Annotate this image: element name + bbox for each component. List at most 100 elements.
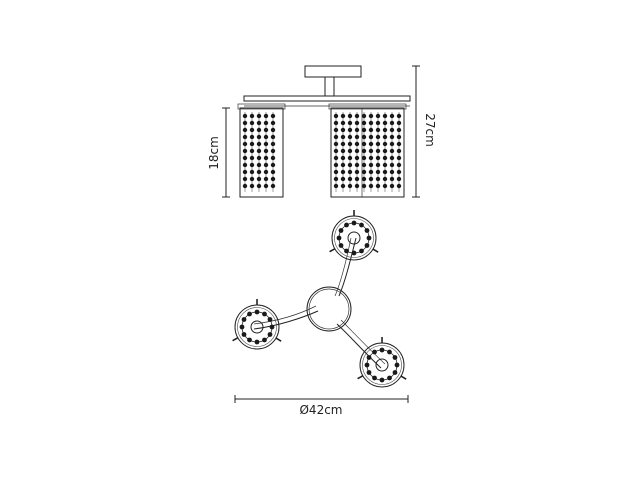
crystal-bead [361, 120, 367, 126]
crystal-bead [263, 127, 269, 133]
crystal-bead [333, 162, 339, 168]
crystal-bead [389, 176, 395, 182]
crystal-bead [375, 120, 381, 126]
crystal-bead [263, 169, 269, 175]
total-height-label: 27cm [423, 113, 437, 147]
crystal-bead [347, 169, 353, 175]
crystal-bead [396, 141, 402, 147]
crystal-bead [247, 311, 252, 317]
crystal-bead [270, 169, 276, 175]
crystal-bead [344, 222, 349, 228]
crystal-bead [247, 337, 252, 343]
crystal-bead [249, 155, 255, 161]
crystal-bead [340, 134, 346, 140]
crystal-bead [351, 250, 357, 256]
left-shade [237, 103, 286, 198]
crystal-bead [256, 127, 262, 133]
crystal-bead [256, 113, 262, 119]
crystal-bead [242, 134, 248, 140]
arm-left [253, 310, 319, 330]
crystal-bead [338, 228, 344, 233]
dimension-diameter: Ø42cm [234, 395, 409, 417]
crystal-bead [333, 120, 339, 126]
crystal-bead [368, 113, 374, 119]
crystal-bead [340, 183, 346, 189]
crystal-bead [242, 141, 248, 147]
crystal-bead [382, 141, 388, 147]
crystal-bead [241, 317, 247, 322]
crystal-bead [364, 243, 370, 248]
crystal-bead [354, 155, 360, 161]
crystal-bead [347, 155, 353, 161]
crystal-bead [249, 162, 255, 168]
crystal-bead [368, 155, 374, 161]
crystal-bead [333, 176, 339, 182]
crystal-bead [347, 127, 353, 133]
crystal-bead [354, 169, 360, 175]
crystal-bead [242, 120, 248, 126]
crystal-bead [382, 127, 388, 133]
crystal-bead [249, 127, 255, 133]
crystal-bead [256, 162, 262, 168]
side-view: 18cm 27cm [207, 65, 437, 198]
crystal-bead [347, 162, 353, 168]
crystal-bead [338, 243, 344, 248]
crystal-bead [375, 183, 381, 189]
crystal-bead [396, 120, 402, 126]
crystal-bead [340, 155, 346, 161]
crystal-bead [396, 134, 402, 140]
crystal-bead [366, 235, 372, 241]
plan-view: Ø42cm [232, 209, 409, 417]
crystal-bead [354, 127, 360, 133]
stem [324, 76, 335, 97]
crystal-bead [359, 222, 364, 228]
crystal-bead [368, 183, 374, 189]
crystal-bead [375, 155, 381, 161]
crystal-bead [270, 120, 276, 126]
crystal-bead [382, 169, 388, 175]
crystal-bead [249, 113, 255, 119]
crystal-bead [389, 148, 395, 154]
crystal-bead [347, 141, 353, 147]
crystal-bead [396, 127, 402, 133]
crystal-bead [344, 248, 349, 254]
crystal-bead [242, 176, 248, 182]
crystal-bead [396, 155, 402, 161]
crystal-bead [351, 220, 357, 226]
crystal-bead [242, 148, 248, 154]
crystal-bead [379, 347, 385, 353]
shade-left [232, 298, 282, 350]
crystal-bead [361, 148, 367, 154]
crystal-bead [361, 183, 367, 189]
crystal-bead [354, 113, 360, 119]
crystal-bead [396, 176, 402, 182]
crystal-bead [389, 113, 395, 119]
crystal-bead [262, 311, 267, 317]
crystal-bead [368, 141, 374, 147]
crystal-bead [333, 183, 339, 189]
crystal-bead [270, 162, 276, 168]
crystal-bead [340, 148, 346, 154]
crystal-bead [270, 113, 276, 119]
crystal-bead [263, 148, 269, 154]
crystal-bead [340, 141, 346, 147]
crystal-bead [382, 113, 388, 119]
crystal-bead [333, 169, 339, 175]
crystal-bead [249, 183, 255, 189]
crystal-bead [340, 113, 346, 119]
crystal-bead [389, 162, 395, 168]
crystal-bead [249, 141, 255, 147]
crystal-bead [396, 148, 402, 154]
crystal-bead [347, 183, 353, 189]
crystal-bead [270, 155, 276, 161]
center-plate [306, 286, 352, 332]
crystal-bead [361, 134, 367, 140]
crystal-bead [375, 134, 381, 140]
crystal-bead [269, 324, 275, 330]
crystal-bead [389, 141, 395, 147]
crystal-bead [333, 127, 339, 133]
crystal-bead [347, 134, 353, 140]
crystal-bead [368, 127, 374, 133]
crystal-bead [382, 155, 388, 161]
crystal-bead [256, 183, 262, 189]
